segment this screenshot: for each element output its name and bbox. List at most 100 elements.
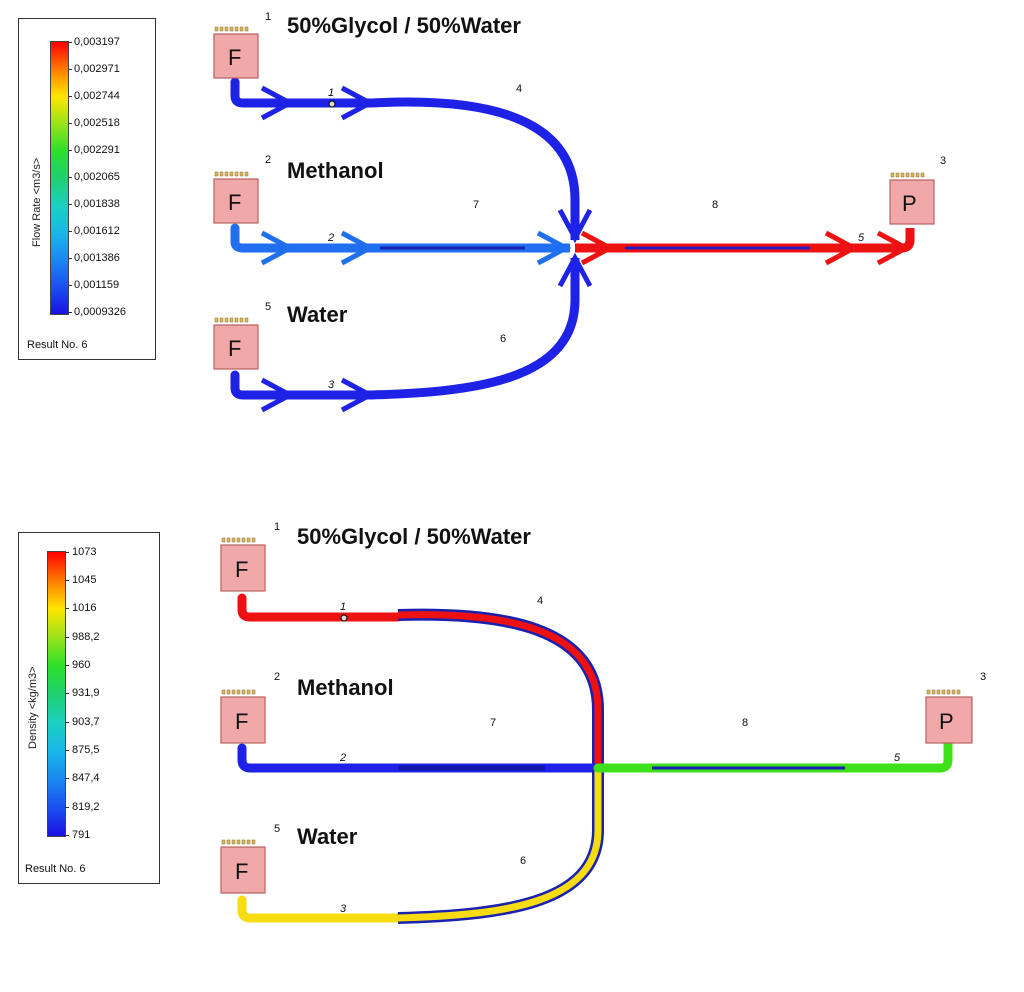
legend-tick: 791 bbox=[72, 829, 91, 841]
legend-tick: 988,2 bbox=[72, 631, 100, 643]
node-number: 5 bbox=[274, 823, 280, 835]
result-label: Result No. 6 bbox=[27, 339, 88, 351]
pipe-number: 8 bbox=[742, 717, 748, 729]
pipe-8[interactable] bbox=[593, 737, 953, 773]
pipe-6-outline bbox=[397, 770, 604, 924]
flow-arrow bbox=[340, 377, 376, 413]
junction-marker bbox=[328, 100, 336, 108]
node-letter: F bbox=[235, 557, 248, 582]
legend-tick: 0,001838 bbox=[74, 198, 120, 210]
node-letter: F bbox=[228, 336, 241, 361]
flow-arrow bbox=[557, 252, 593, 288]
pressure-node-3[interactable] bbox=[889, 179, 935, 225]
segment-number: 2 bbox=[339, 752, 346, 764]
pipe-4-outline bbox=[397, 608, 604, 766]
legend-tick: 0,002744 bbox=[74, 90, 120, 102]
pipe-number: 6 bbox=[500, 333, 506, 345]
flow-arrow bbox=[340, 230, 376, 266]
pipe-segment-3[interactable] bbox=[230, 370, 377, 400]
pipe-number: 6 bbox=[520, 855, 526, 867]
fluid-label: 50%Glycol / 50%Water bbox=[287, 13, 521, 38]
legend-tick: 0,002518 bbox=[74, 117, 120, 129]
flow-rate-legend: Flow Rate <m3/s> 0,003197 0,002971 0,002… bbox=[18, 18, 156, 360]
fluid-label: Water bbox=[287, 302, 348, 327]
legend-tick: 0,002971 bbox=[74, 63, 120, 75]
density-diagram: F 1 50%Glycol / 50%Water F 2 Methanol F … bbox=[220, 521, 986, 924]
legend-tick: 903,7 bbox=[72, 716, 100, 728]
legend-tick: 0,002291 bbox=[74, 144, 120, 156]
flow-arrow bbox=[876, 230, 912, 266]
pipe-segment-1[interactable] bbox=[230, 77, 377, 108]
fluid-label: Methanol bbox=[297, 675, 394, 700]
result-label: Result No. 6 bbox=[25, 863, 86, 875]
pipe-number: 7 bbox=[490, 717, 496, 729]
flow-arrow bbox=[260, 230, 296, 266]
feed-node-1[interactable] bbox=[213, 33, 259, 79]
pipe-4[interactable] bbox=[397, 611, 602, 766]
segment-number: 5 bbox=[894, 752, 901, 764]
flow-arrow bbox=[260, 377, 296, 413]
segment-number: 3 bbox=[340, 903, 347, 915]
flow-arrow bbox=[824, 230, 860, 266]
legend-tick: 0,001159 bbox=[74, 279, 120, 291]
flow-diagram: F 1 50%Glycol / 50%Water F 2 Methanol F … bbox=[213, 11, 946, 413]
segment-number: 2 bbox=[327, 232, 334, 244]
density-legend: Density <kg/m3> 1073 1045 1016 988,2 960… bbox=[18, 532, 160, 884]
feed-node-2[interactable] bbox=[220, 696, 266, 744]
legend-tick: 0,003197 bbox=[74, 36, 120, 48]
pipe-number: 7 bbox=[473, 199, 479, 211]
feed-node-5[interactable] bbox=[213, 324, 259, 370]
pipe-segment-2[interactable] bbox=[230, 223, 385, 253]
pipe-segment-1[interactable] bbox=[237, 593, 403, 622]
node-letter: F bbox=[228, 190, 241, 215]
pipe-6[interactable] bbox=[371, 258, 580, 400]
legend-tick: 0,001386 bbox=[74, 252, 120, 264]
pipe-number: 4 bbox=[537, 595, 543, 607]
pipe-number: 4 bbox=[516, 83, 522, 95]
junction-marker bbox=[340, 614, 348, 622]
node-letter: F bbox=[235, 709, 248, 734]
node-number: 3 bbox=[940, 155, 946, 167]
legend-tick: 960 bbox=[72, 659, 91, 671]
fluid-label: Water bbox=[297, 824, 358, 849]
node-number: 5 bbox=[265, 301, 271, 313]
pipe-6[interactable] bbox=[397, 770, 602, 922]
fluid-label: Methanol bbox=[287, 158, 384, 183]
feed-node-1[interactable] bbox=[220, 544, 266, 592]
segment-number: 1 bbox=[328, 87, 334, 99]
flow-arrow bbox=[260, 85, 296, 121]
fluid-label: 50%Glycol / 50%Water bbox=[297, 524, 531, 549]
node-number: 1 bbox=[265, 11, 271, 23]
segment-number: 3 bbox=[328, 379, 335, 391]
legend-tick: 0,001612 bbox=[74, 225, 120, 237]
legend-tick: 1073 bbox=[72, 546, 97, 558]
legend-tick: 819,2 bbox=[72, 801, 100, 813]
flow-arrow bbox=[557, 208, 593, 244]
legend-tick: 0,002065 bbox=[74, 171, 120, 183]
pipe-segment-2[interactable] bbox=[237, 743, 603, 773]
legend-tick: 875,5 bbox=[72, 744, 100, 756]
pipe-4[interactable] bbox=[371, 97, 580, 240]
legend-tick: 931,9 bbox=[72, 687, 100, 699]
legend-tick: 847,4 bbox=[72, 772, 100, 784]
node-letter: F bbox=[235, 859, 248, 884]
node-number: 1 bbox=[274, 521, 280, 533]
color-scale-bar bbox=[47, 551, 66, 837]
flow-arrow bbox=[536, 230, 572, 266]
segment-number: 5 bbox=[858, 232, 865, 244]
pressure-node-3[interactable] bbox=[925, 696, 973, 744]
flow-arrow bbox=[580, 230, 616, 266]
feed-node-5[interactable] bbox=[220, 846, 266, 894]
node-letter: P bbox=[939, 709, 954, 734]
legend-tick: 0,0009326 bbox=[74, 306, 126, 318]
pipe-segment-3[interactable] bbox=[237, 895, 403, 923]
segment-number: 1 bbox=[340, 601, 346, 613]
feed-node-2[interactable] bbox=[213, 178, 259, 224]
color-scale-bar bbox=[50, 41, 69, 315]
node-letter: F bbox=[228, 45, 241, 70]
legend-tick: 1045 bbox=[72, 574, 97, 586]
node-number: 2 bbox=[265, 154, 271, 166]
node-number: 2 bbox=[274, 671, 280, 683]
node-letter: P bbox=[902, 191, 917, 216]
